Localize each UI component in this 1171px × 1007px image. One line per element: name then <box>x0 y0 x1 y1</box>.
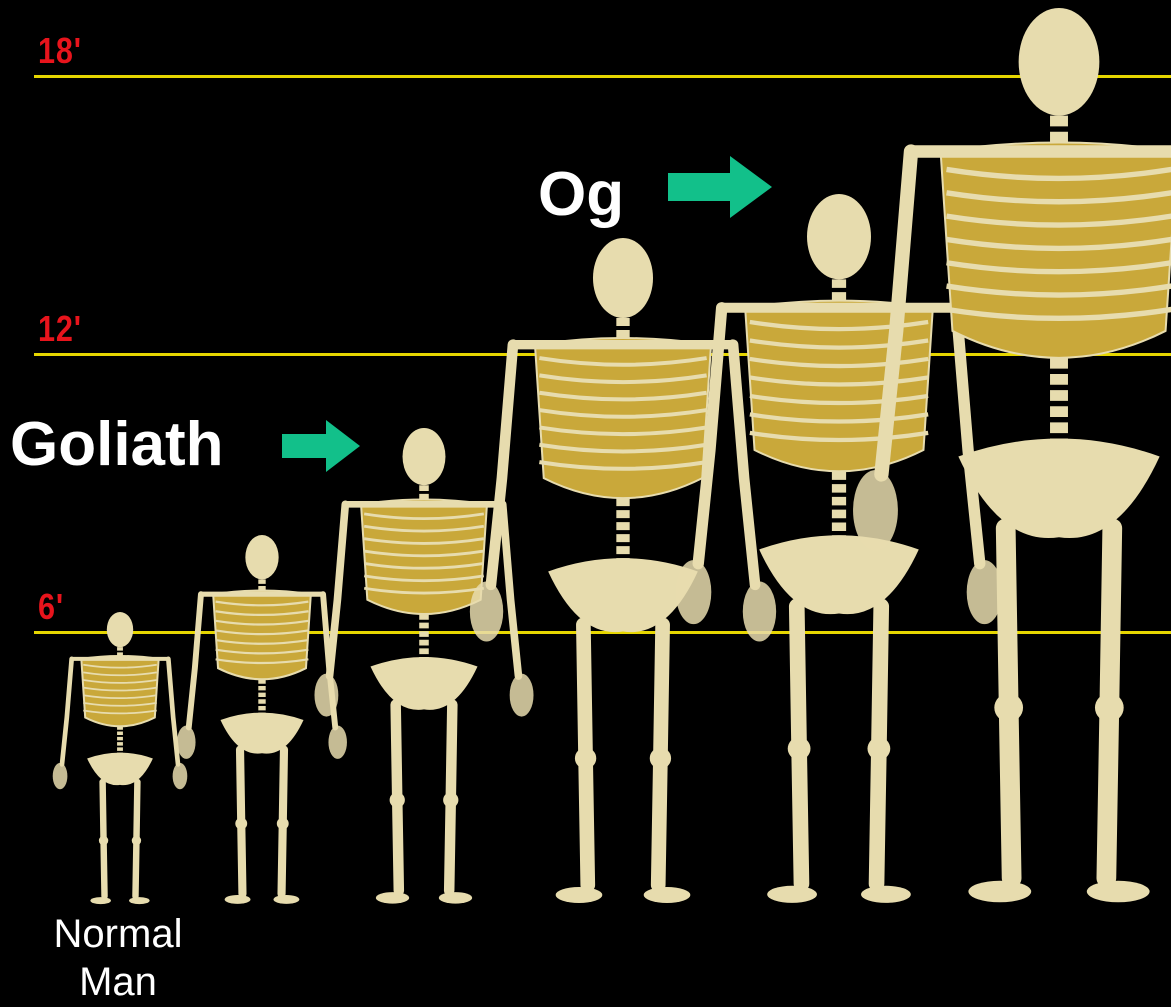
skeleton-skeleton-2 <box>177 535 347 904</box>
goliath-arrow-icon <box>282 420 360 472</box>
og-label: Og <box>538 164 624 226</box>
normal-man-caption-line1: Normal <box>18 910 218 958</box>
skeleton-skeleton-4 <box>470 238 776 903</box>
goliath-label: Goliath <box>10 414 224 476</box>
skeleton-normal-man <box>53 612 188 904</box>
og-arrow-icon <box>668 156 772 218</box>
normal-man-caption: Normal Man <box>18 910 218 1006</box>
normal-man-caption-line2: Man <box>18 958 218 1006</box>
